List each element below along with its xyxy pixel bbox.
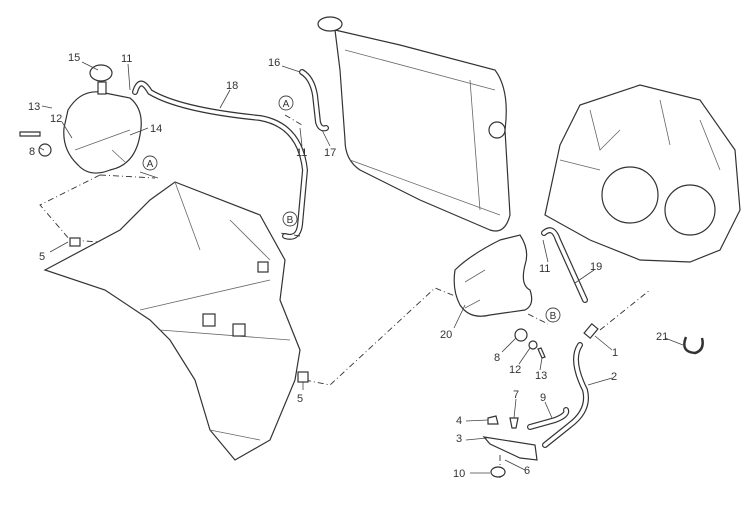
hose-19 bbox=[541, 227, 588, 303]
routing-line-c bbox=[599, 289, 651, 331]
callout-7: 7 bbox=[513, 389, 519, 401]
callout-20: 20 bbox=[440, 329, 452, 341]
callout-10: 10 bbox=[453, 468, 465, 480]
callout-3: 3 bbox=[456, 433, 462, 445]
callout-9: 9 bbox=[540, 392, 546, 404]
callout-13: 13 bbox=[28, 101, 40, 113]
fairing-panel bbox=[43, 181, 309, 461]
callout-13: 13 bbox=[535, 370, 547, 382]
clamp-21 bbox=[683, 336, 704, 355]
ref-marker-a: A bbox=[278, 95, 303, 126]
svg-text:A: A bbox=[283, 99, 290, 110]
callout-8: 8 bbox=[494, 352, 500, 364]
callout-8: 8 bbox=[29, 146, 35, 158]
svg-text:A: A bbox=[147, 159, 154, 170]
routing-line-b bbox=[304, 287, 466, 386]
routing-line-a bbox=[39, 174, 156, 243]
callout-11: 11 bbox=[539, 263, 550, 275]
ref-marker-b: B bbox=[527, 307, 561, 325]
svg-text:B: B bbox=[550, 311, 557, 322]
radiator-cap bbox=[317, 16, 343, 32]
expansion-tank-right bbox=[453, 234, 546, 359]
callout-11: 11 bbox=[121, 53, 132, 65]
callout-5: 5 bbox=[39, 251, 45, 263]
callout-5: 5 bbox=[297, 393, 303, 405]
callout-2: 2 bbox=[611, 371, 617, 383]
callout-14: 14 bbox=[150, 123, 162, 135]
hose-9 bbox=[527, 407, 570, 430]
callout-12: 12 bbox=[50, 113, 62, 125]
ref-marker-b: B bbox=[279, 211, 301, 237]
callout-17: 17 bbox=[324, 147, 336, 159]
radiator bbox=[317, 16, 511, 232]
rubber-10 bbox=[490, 466, 506, 478]
callout-16: 16 bbox=[268, 57, 280, 69]
callout-19: 19 bbox=[590, 261, 602, 273]
hose-2 bbox=[542, 342, 589, 448]
callout-11: 11 bbox=[296, 147, 307, 159]
grommet-8 bbox=[38, 143, 52, 157]
svg-text:B: B bbox=[287, 215, 294, 226]
callout-6: 6 bbox=[524, 465, 530, 477]
fitting-1 bbox=[583, 322, 599, 340]
callout-4: 4 bbox=[456, 415, 462, 427]
hose-18 bbox=[132, 80, 309, 240]
callout-15: 15 bbox=[68, 52, 80, 64]
callout-12: 12 bbox=[509, 364, 521, 376]
hose-17 bbox=[299, 69, 329, 132]
callout-21: 21 bbox=[656, 331, 668, 343]
grommet-8 bbox=[514, 328, 528, 342]
bracket-3 bbox=[482, 415, 538, 478]
engine-block bbox=[544, 84, 741, 263]
ref-marker-a: A bbox=[139, 155, 159, 179]
leader-lines bbox=[39, 61, 684, 474]
callout-18: 18 bbox=[226, 80, 238, 92]
callout-1: 1 bbox=[612, 347, 618, 359]
expansion-tank-left bbox=[19, 64, 142, 174]
